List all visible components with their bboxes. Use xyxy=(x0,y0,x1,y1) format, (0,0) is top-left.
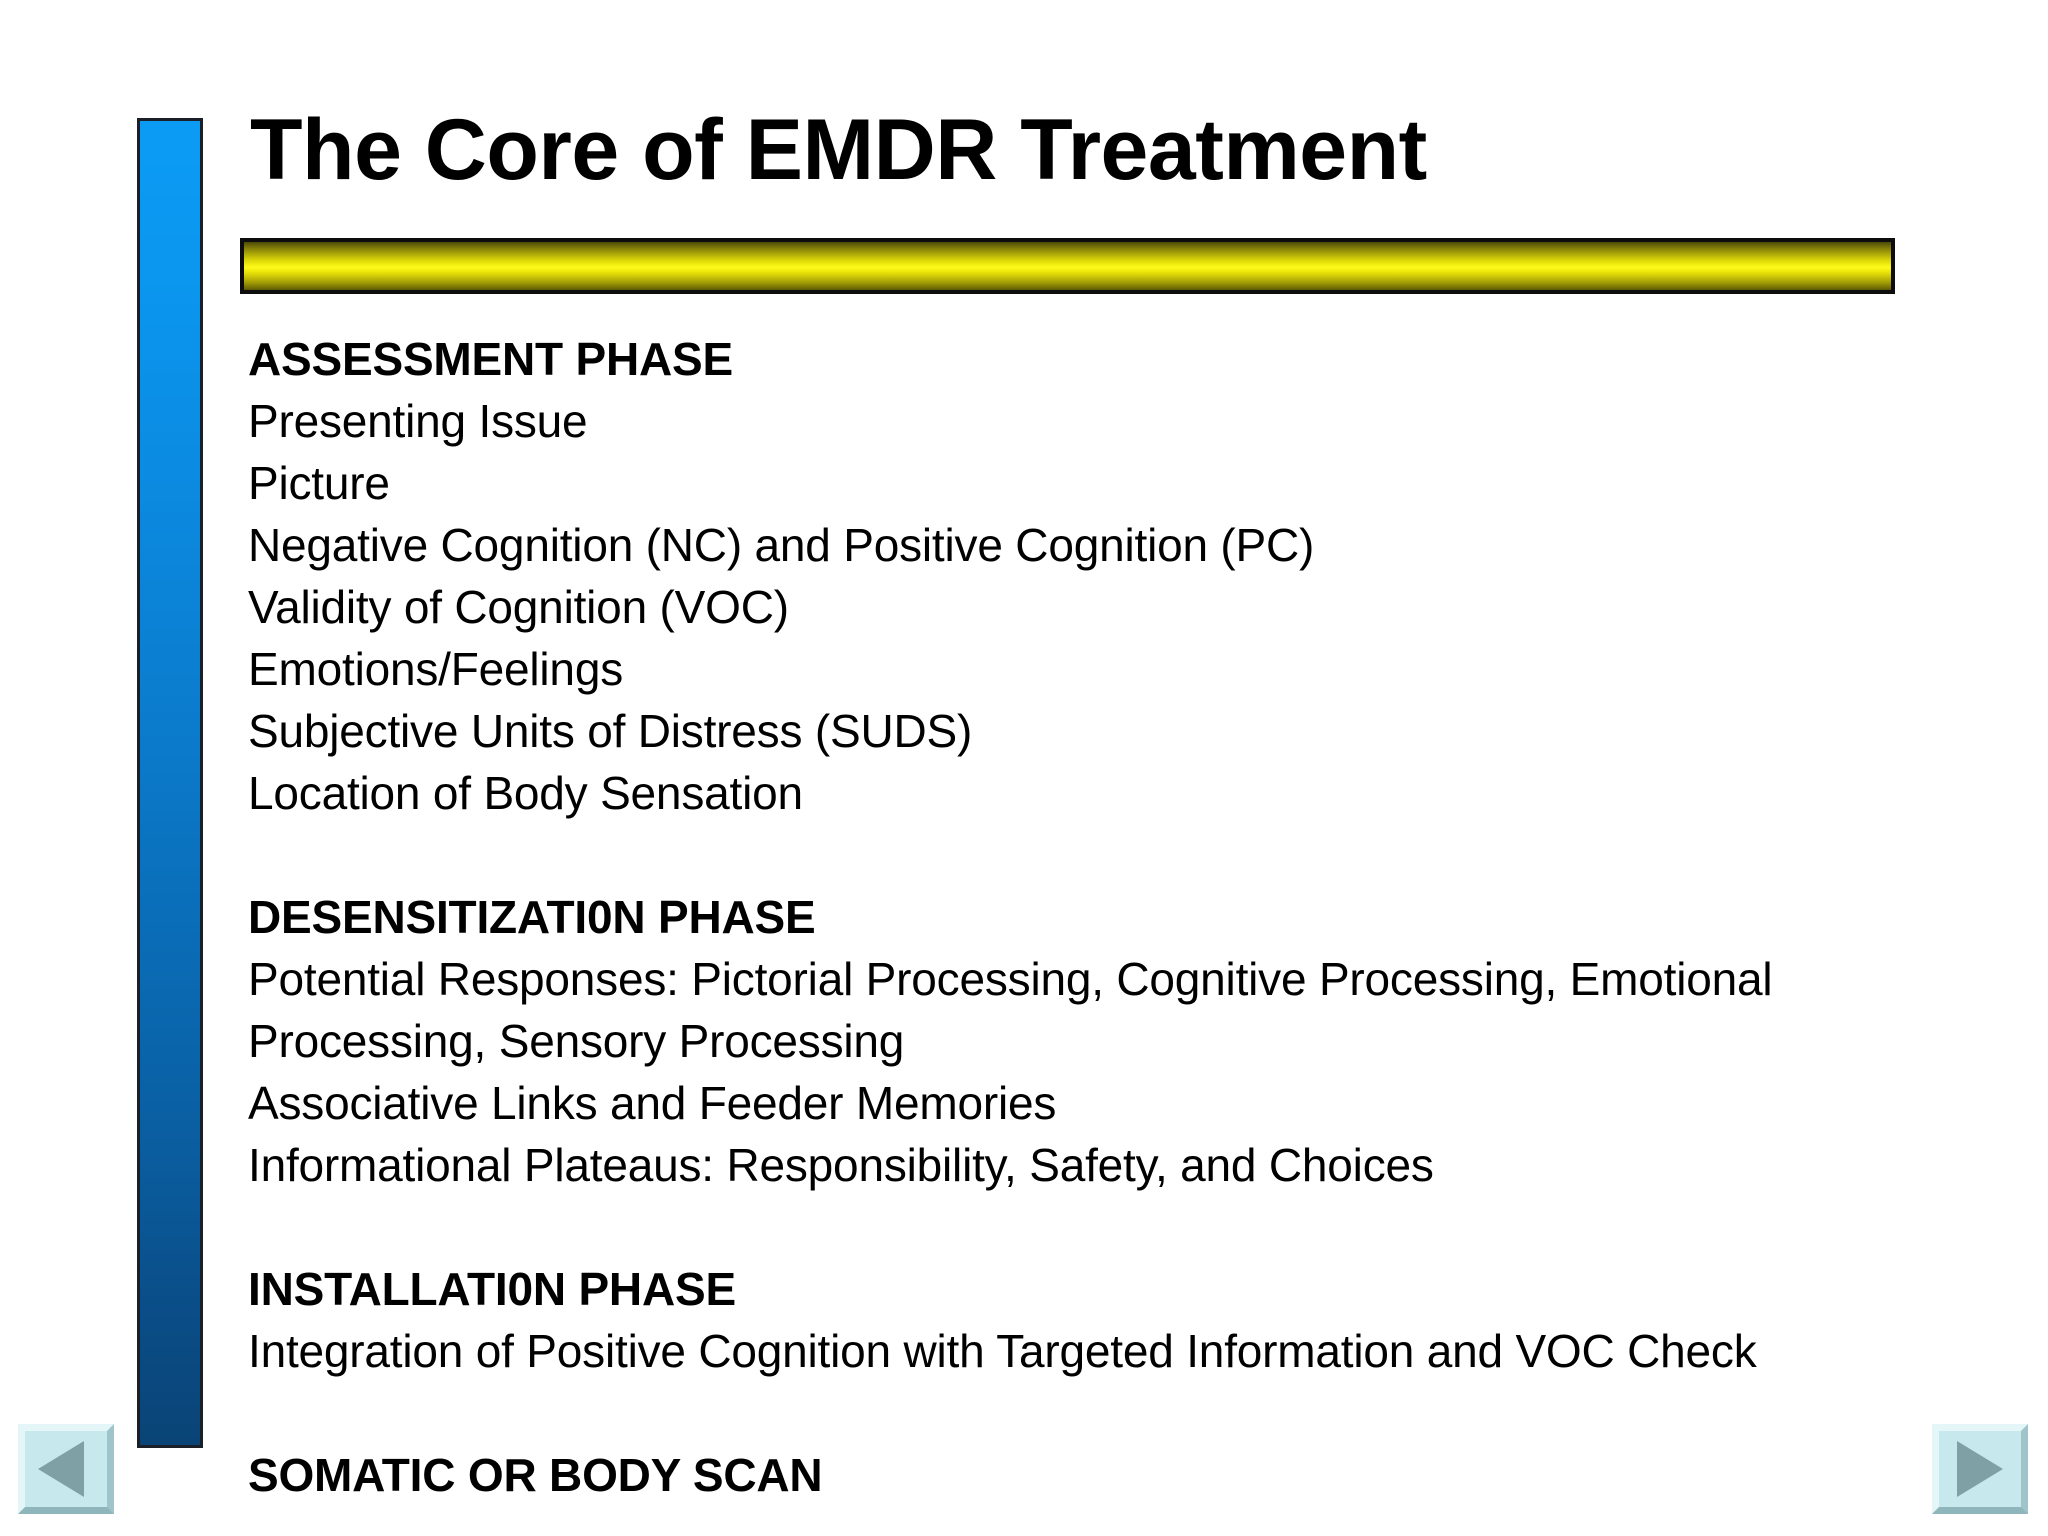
list-item: Associative Links and Feeder Memories xyxy=(248,1077,1057,1129)
next-slide-button[interactable] xyxy=(1932,1424,2028,1514)
block-spacer xyxy=(248,1382,2008,1444)
list-item: Integration of Positive Cognition with T… xyxy=(248,1325,1757,1377)
list-item: Picture xyxy=(248,457,390,509)
page-title: The Core of EMDR Treatment xyxy=(250,102,1427,198)
title-divider-bar xyxy=(240,238,1895,294)
list-item: Emotions/Feelings xyxy=(248,643,623,695)
block-spacer xyxy=(248,1196,2008,1258)
section-heading-installation: INSTALLATI0N PHASE xyxy=(248,1263,736,1315)
section-heading-desensitization: DESENSITIZATI0N PHASE xyxy=(248,891,816,943)
list-item: Negative Cognition (NC) and Positive Cog… xyxy=(248,519,1315,571)
section-heading-assessment: ASSESSMENT PHASE xyxy=(248,333,734,385)
list-item: Informational Plateaus: Responsibility, … xyxy=(248,1139,1434,1191)
list-item: Location of Body Sensation xyxy=(248,767,803,819)
previous-slide-button[interactable] xyxy=(18,1424,114,1514)
triangle-left-icon xyxy=(38,1441,84,1497)
list-item: Potential Responses: Pictorial Processin… xyxy=(248,953,1773,1067)
block-spacer xyxy=(248,824,2008,886)
list-item: Subjective Units of Distress (SUDS) xyxy=(248,705,973,757)
list-item: Presenting Issue xyxy=(248,395,588,447)
section-heading-somatic: SOMATIC OR BODY SCAN xyxy=(248,1449,823,1501)
triangle-right-icon xyxy=(1957,1441,2003,1497)
list-item: Validity of Cognition (VOC) xyxy=(248,581,789,633)
slide-body: ASSESSMENT PHASE Presenting Issue Pictur… xyxy=(248,328,2008,1506)
left-accent-bar xyxy=(137,118,203,1448)
